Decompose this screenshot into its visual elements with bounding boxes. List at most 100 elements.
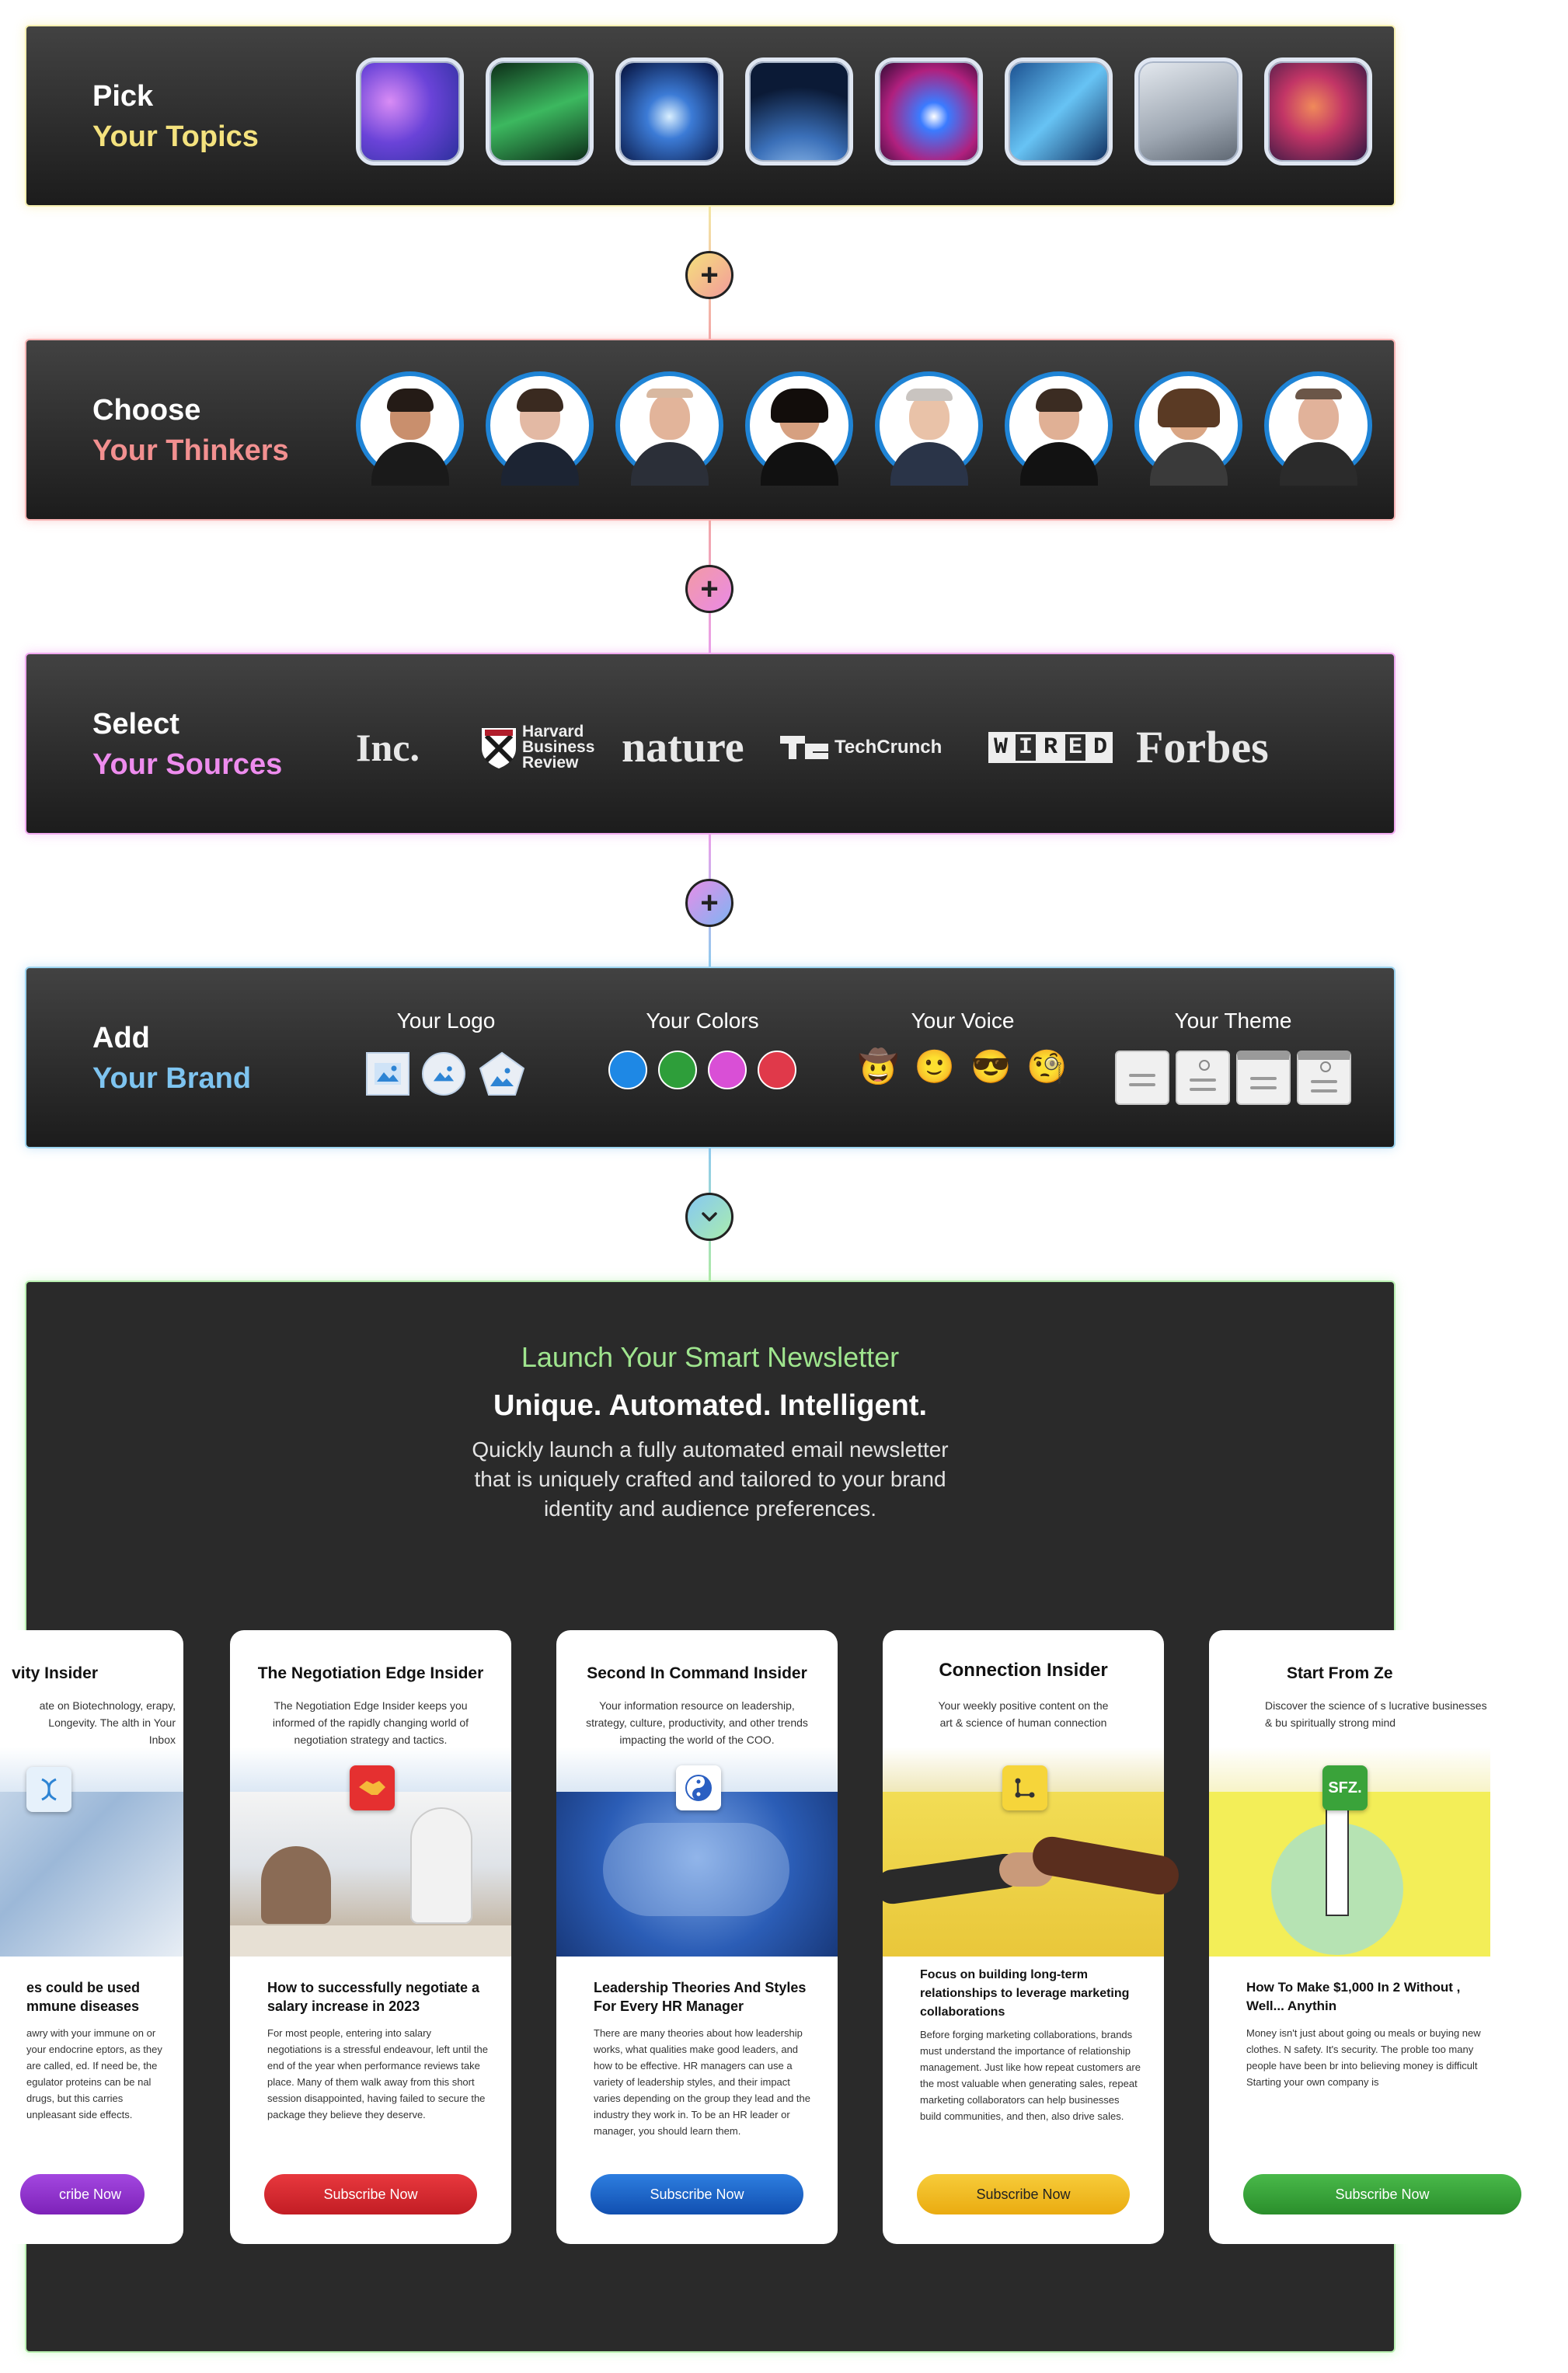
card-body: For most people, entering into salary ne… xyxy=(267,2027,489,2120)
source-nature-logo[interactable]: nature xyxy=(622,723,744,772)
subscribe-button[interactable]: Subscribe Now xyxy=(917,2174,1130,2214)
card-headline: Focus on building long-term relationship… xyxy=(920,1968,1130,2019)
thinker-avatar[interactable] xyxy=(1264,371,1372,486)
source-techcrunch-logo[interactable]: TechCrunch xyxy=(780,734,948,761)
thinker-avatar[interactable] xyxy=(615,371,723,486)
thinker-avatar[interactable] xyxy=(356,371,464,486)
voice-monocle-emoji[interactable]: 🧐 xyxy=(1026,1048,1068,1085)
add-step-button[interactable]: + xyxy=(685,879,733,927)
thinker-avatar[interactable] xyxy=(1134,371,1242,486)
thinker-avatar[interactable] xyxy=(1005,371,1113,486)
yin-yang-icon xyxy=(685,1775,712,1801)
topic-robotics-eye[interactable] xyxy=(875,57,983,166)
card-icon xyxy=(1002,1765,1047,1810)
card-title: vity Insider xyxy=(12,1664,98,1682)
expand-chevron-button[interactable] xyxy=(685,1193,733,1241)
card-description: The Negotiation Edge Insider keeps you i… xyxy=(272,1699,469,1746)
newsletter-card: Start From Ze Discover the science of s … xyxy=(1209,1630,1521,2244)
subscribe-button[interactable]: Subscribe Now xyxy=(264,2174,477,2214)
card-headline: es could be used mmune diseases xyxy=(26,1980,141,2014)
subscribe-button[interactable]: Subscribe Now xyxy=(591,2174,803,2214)
newsletter-card: Second In Command Insider Your informati… xyxy=(556,1630,838,2244)
thinkers-title: Choose Your Thinkers xyxy=(92,394,289,467)
newsletter-builder-flow: + + + Pick Your Topics Choose Your Think… xyxy=(0,25,1521,2353)
source-inc-logo[interactable]: Inc. xyxy=(356,725,420,769)
topic-data-grid[interactable] xyxy=(486,57,594,166)
image-icon xyxy=(433,1066,455,1082)
voice-cool-emoji[interactable]: 😎 xyxy=(970,1048,1012,1085)
topic-astronaut[interactable] xyxy=(1264,57,1372,166)
topics-panel: Pick Your Topics xyxy=(25,25,1396,207)
tc-icon xyxy=(780,735,828,759)
network-icon xyxy=(1015,1778,1035,1798)
launch-header: Launch Your Smart Newsletter Unique. Aut… xyxy=(26,1341,1394,1524)
square-logo-option[interactable] xyxy=(366,1052,409,1096)
card-image xyxy=(873,1792,1182,1957)
thinker-avatar[interactable] xyxy=(486,371,594,486)
source-hbr-logo[interactable]: Harvard Business Review xyxy=(480,723,605,771)
theme-option-header-avatar[interactable] xyxy=(1297,1051,1351,1105)
card-image xyxy=(230,1792,511,1957)
newsletter-card: vity Insider ate on Biotechnology, erapy… xyxy=(0,1630,183,2244)
source-logo-list: Inc. Harvard Business Review nature Tech… xyxy=(356,721,1269,773)
launch-kicker: Launch Your Smart Newsletter xyxy=(521,1341,900,1373)
card-icon xyxy=(350,1765,395,1810)
launch-panel: Launch Your Smart Newsletter Unique. Aut… xyxy=(0,1281,1521,2353)
brand-title: Add Your Brand xyxy=(92,1022,252,1095)
dna-icon xyxy=(41,1778,57,1801)
topic-biology[interactable] xyxy=(356,57,464,166)
card-headline: How To Make $1,000 In 2 Without , Well..… xyxy=(1246,1980,1461,2013)
circle-logo-option[interactable] xyxy=(422,1052,465,1096)
theme-options: Your Theme xyxy=(1105,1009,1361,1105)
color-swatch-green[interactable] xyxy=(658,1051,697,1089)
card-headline: How to successfully negotiate a salary i… xyxy=(267,1980,480,2014)
user-icon xyxy=(1320,1061,1331,1072)
card-description: Your weekly positive content on the art … xyxy=(938,1699,1109,1729)
theme-option-avatar[interactable] xyxy=(1176,1051,1230,1105)
card-body: Money isn't just about going ou meals or… xyxy=(1246,2027,1481,2088)
card-description: Your information resource on leadership,… xyxy=(586,1699,808,1746)
color-options: Your Colors xyxy=(586,1009,819,1089)
add-step-button[interactable]: + xyxy=(685,565,733,613)
launch-headline: Unique. Automated. Intelligent. xyxy=(493,1389,928,1422)
chevron-down-icon xyxy=(702,1212,717,1221)
card-body: awry with your immune on or your endocri… xyxy=(26,2027,162,2120)
card-title: Second In Command Insider xyxy=(587,1664,807,1682)
card-description: ate on Biotechnology, erapy, Longevity. … xyxy=(39,1699,176,1746)
card-icon xyxy=(26,1767,71,1812)
topic-dna[interactable] xyxy=(1005,57,1113,166)
card-body: There are many theories about how leader… xyxy=(594,2027,810,2137)
subscribe-button[interactable]: cribe Now xyxy=(20,2174,145,2214)
color-swatch-blue[interactable] xyxy=(608,1051,647,1089)
subscribe-button[interactable]: Subscribe Now xyxy=(1243,2174,1521,2214)
thinker-avatar[interactable] xyxy=(745,371,853,486)
color-swatch-purple[interactable] xyxy=(708,1051,747,1089)
sources-title: Select Your Sources xyxy=(92,708,283,781)
add-step-button[interactable]: + xyxy=(685,251,733,299)
topic-server-room[interactable] xyxy=(615,57,723,166)
voice-cowboy-emoji[interactable]: 🤠 xyxy=(858,1048,899,1085)
color-swatch-red[interactable] xyxy=(758,1051,796,1089)
newsletter-card: Connection Insider Your weekly positive … xyxy=(873,1630,1182,2244)
thinker-avatar[interactable] xyxy=(875,371,983,486)
topic-space-planet[interactable] xyxy=(745,57,853,166)
thinker-list xyxy=(356,371,1372,486)
topic-robot[interactable] xyxy=(1134,57,1242,166)
voice-options: Your Voice 🤠 🙂 😎 🧐 xyxy=(858,1009,1068,1085)
newsletter-card: The Negotiation Edge Insider The Negotia… xyxy=(230,1630,511,2244)
source-forbes-logo[interactable]: Forbes xyxy=(1136,722,1269,772)
voice-smile-emoji[interactable]: 🙂 xyxy=(914,1048,955,1085)
theme-option-plain[interactable] xyxy=(1115,1051,1169,1105)
image-icon xyxy=(479,1051,525,1096)
card-headline: Leadership Theories And Styles For Every… xyxy=(594,1980,807,2014)
user-icon xyxy=(1199,1060,1210,1071)
card-description: Discover the science of s lucrative busi… xyxy=(1265,1699,1487,1729)
image-icon xyxy=(375,1063,401,1085)
theme-option-header[interactable] xyxy=(1236,1051,1291,1105)
card-icon xyxy=(676,1765,721,1810)
brand-panel: Add Your Brand Your Logo Your Colors You… xyxy=(25,967,1396,1148)
pentagon-logo-option[interactable] xyxy=(478,1051,526,1097)
thinkers-panel: Choose Your Thinkers xyxy=(25,339,1396,521)
source-wired-logo[interactable]: W I R E D xyxy=(988,731,1116,763)
logo-options: Your Logo xyxy=(353,1009,539,1097)
